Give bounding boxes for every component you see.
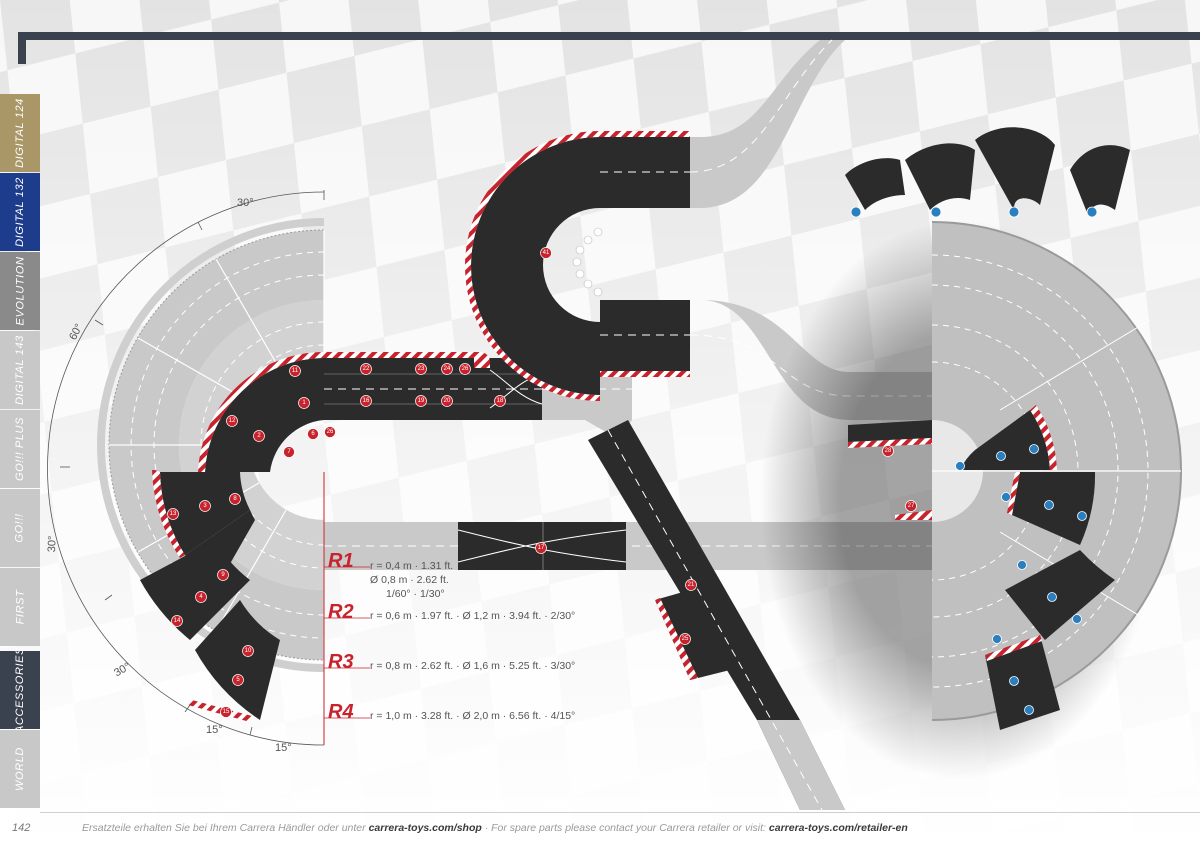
svg-text:9: 9 — [221, 572, 225, 578]
svg-text:24: 24 — [444, 366, 451, 372]
svg-text:26: 26 — [327, 429, 334, 435]
angle-label: 15° — [206, 724, 223, 736]
radius-spec: r = 0,4 m · 1.31 ft. — [370, 560, 454, 572]
svg-text:3: 3 — [203, 503, 207, 509]
svg-text:27: 27 — [908, 503, 915, 509]
angle-label: 30° — [46, 535, 59, 553]
tab-go[interactable]: GO!!! — [0, 489, 40, 567]
svg-text:13: 13 — [170, 511, 177, 517]
footer-middle: · For spare parts please contact your Ca… — [481, 822, 769, 834]
svg-text:7: 7 — [287, 449, 291, 455]
svg-text:6: 6 — [311, 431, 315, 437]
radius-spec: 1/60° · 1/30° — [386, 588, 445, 600]
header-bar-corner — [18, 32, 26, 64]
svg-text:15: 15 — [223, 709, 230, 715]
svg-text:41: 41 — [543, 250, 550, 256]
tab-evolution[interactable]: EVOLUTION — [0, 252, 40, 330]
svg-text:10: 10 — [245, 648, 252, 654]
shop-link[interactable]: carrera-toys.com/shop — [368, 822, 482, 834]
tab-first[interactable]: FIRST — [0, 568, 40, 646]
svg-text:5: 5 — [236, 677, 240, 683]
left-semicircle-tracks — [47, 190, 325, 746]
radius-spec: r = 0,6 m · 1.97 ft. · Ø 1,2 m · 3.94 ft… — [370, 610, 576, 622]
footer-prefix: Ersatzteile erhalten Sie bei Ihrem Carre… — [82, 822, 369, 834]
tab-go-plus[interactable]: GO!!! PLUS — [0, 410, 40, 488]
svg-text:21: 21 — [688, 582, 695, 588]
header-bar — [18, 32, 1200, 40]
tab-digital-143[interactable]: DIGITAL 143 — [0, 331, 40, 409]
angle-label: 30° — [237, 197, 254, 209]
footer-text: Ersatzteile erhalten Sie bei Ihrem Carre… — [82, 822, 908, 834]
left-dark-curves — [140, 470, 280, 722]
retailer-link[interactable]: carrera-toys.com/retailer-en — [768, 822, 908, 834]
diagonal-straight — [585, 420, 845, 811]
angle-label: 15° — [275, 742, 292, 754]
page-number: 142 — [12, 822, 31, 834]
radius-spec: r = 0,8 m · 2.62 ft. · Ø 1,6 m · 5.25 ft… — [370, 660, 576, 672]
svg-text:26: 26 — [462, 366, 469, 372]
svg-text:11: 11 — [292, 368, 299, 374]
svg-text:20: 20 — [444, 398, 451, 404]
tab-world[interactable]: WORLD — [0, 730, 40, 808]
svg-text:17: 17 — [538, 545, 545, 551]
svg-text:12: 12 — [229, 418, 236, 424]
radius-spec: Ø 0,8 m · 2.62 ft. — [370, 574, 449, 586]
part-markers: 1 2 3 4 5 6 7 8 9 10 11 12 13 14 15 16 1… — [167, 247, 917, 718]
footer-rule — [40, 812, 1200, 813]
tab-digital-124[interactable]: DIGITAL 124 — [0, 94, 40, 172]
radius-leader-lines — [324, 566, 370, 719]
svg-text:1: 1 — [302, 400, 306, 406]
svg-text:25: 25 — [682, 636, 689, 642]
radius-code: R1 — [328, 550, 354, 572]
svg-text:19: 19 — [418, 398, 425, 404]
svg-text:23: 23 — [418, 366, 425, 372]
tab-accessories[interactable]: ACCESSORIES — [0, 647, 40, 733]
accessory-curve-pieces — [845, 127, 1130, 715]
svg-text:2: 2 — [257, 433, 261, 439]
svg-text:16: 16 — [363, 398, 370, 404]
svg-text:28: 28 — [885, 448, 892, 454]
right-dark-curves — [848, 405, 1115, 730]
svg-text:18: 18 — [497, 398, 504, 404]
right-semicircle-tracks — [760, 220, 1182, 780]
svg-text:8: 8 — [233, 496, 237, 502]
svg-text:22: 22 — [363, 366, 370, 372]
svg-text:14: 14 — [174, 618, 181, 624]
radius-code: R3 — [328, 651, 354, 673]
radius-spec: r = 1,0 m · 3.28 ft. · Ø 2,0 m · 6.56 ft… — [370, 710, 576, 722]
tab-digital-132[interactable]: DIGITAL 132 — [0, 173, 40, 251]
radius-code: R4 — [328, 701, 354, 723]
radius-code: R2 — [328, 601, 354, 623]
svg-text:4: 4 — [199, 594, 203, 600]
